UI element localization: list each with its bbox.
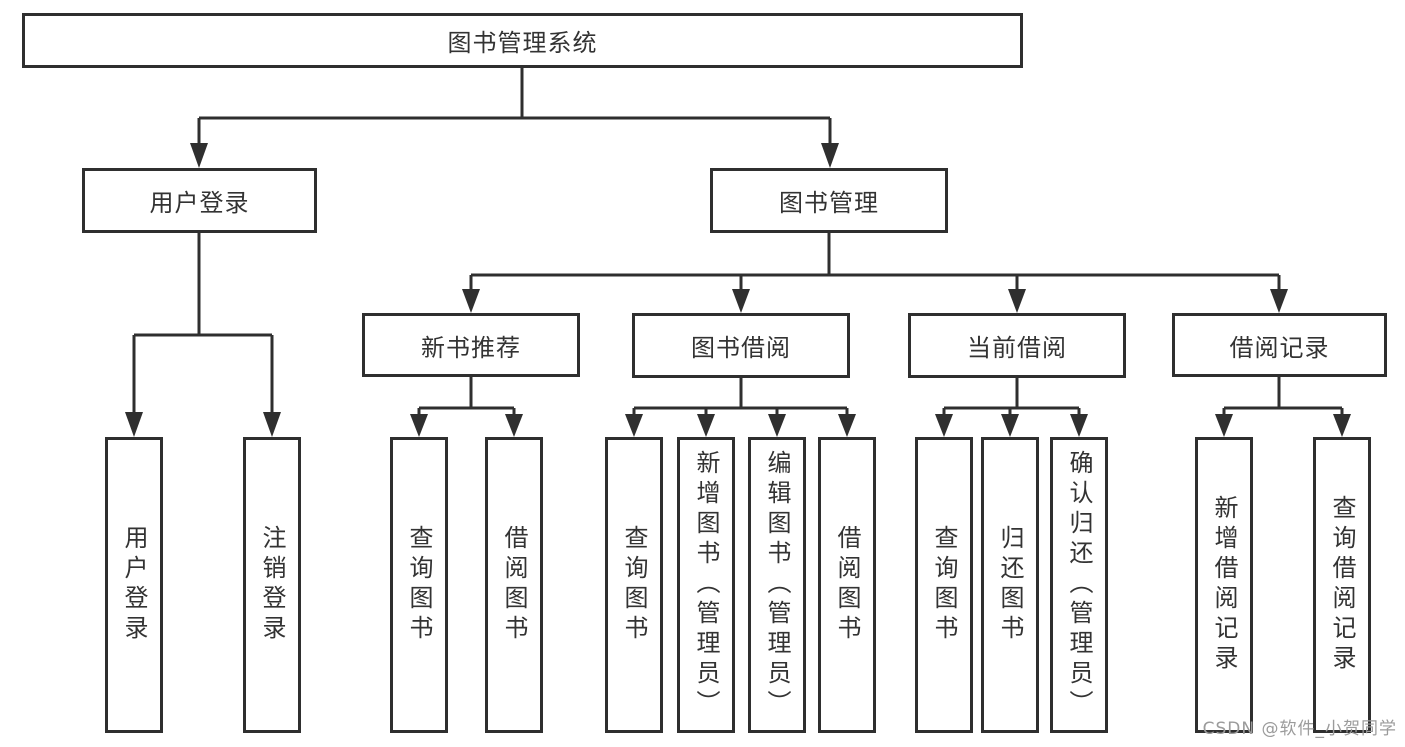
node-book-borrow: 图书借阅 — [632, 313, 850, 378]
node-current-borrow-label: 当前借阅 — [967, 334, 1067, 362]
arrowheads — [125, 143, 1351, 437]
leaf-bb-edit-book-admin: 编辑图书（管理员） — [748, 437, 806, 733]
leaf-bb-borrow-book-label: 借阅图书 — [833, 525, 861, 645]
leaf-bb-borrow-book: 借阅图书 — [818, 437, 876, 733]
leaf-bb-add-book-admin-label: 新增图书（管理员） — [692, 450, 720, 720]
node-book-management: 图书管理 — [710, 168, 948, 233]
node-current-borrow: 当前借阅 — [908, 313, 1126, 378]
leaf-br-add-record-label: 新增借阅记录 — [1210, 495, 1238, 675]
node-borrow-record: 借阅记录 — [1172, 313, 1387, 377]
leaf-cb-query-book: 查询图书 — [915, 437, 973, 733]
leaf-nb-borrow-book-label: 借阅图书 — [500, 525, 528, 645]
node-borrow-record-label: 借阅记录 — [1229, 333, 1330, 362]
leaf-bb-query-book-label: 查询图书 — [620, 525, 648, 645]
node-user-login: 用户登录 — [82, 168, 317, 233]
node-book-management-label: 图书管理 — [779, 189, 879, 217]
leaf-nb-borrow-book: 借阅图书 — [485, 437, 543, 733]
leaf-nb-query-book: 查询图书 — [390, 437, 448, 733]
node-book-borrow-label: 图书借阅 — [691, 334, 791, 362]
node-root: 图书管理系统 — [22, 13, 1023, 68]
leaf-br-query-record: 查询借阅记录 — [1313, 437, 1371, 733]
leaf-bb-add-book-admin: 新增图书（管理员） — [677, 437, 735, 733]
node-user-login-label: 用户登录 — [149, 189, 250, 217]
leaf-logout: 注销登录 — [243, 437, 301, 733]
leaf-cb-query-book-label: 查询图书 — [930, 525, 958, 645]
leaf-nb-query-book-label: 查询图书 — [405, 525, 433, 645]
leaf-br-query-record-label: 查询借阅记录 — [1328, 495, 1356, 675]
leaf-bb-edit-book-admin-label: 编辑图书（管理员） — [763, 450, 791, 720]
leaf-logout-label: 注销登录 — [258, 525, 286, 645]
leaf-user-login-label: 用户登录 — [120, 525, 148, 645]
node-new-book-recommend: 新书推荐 — [362, 313, 580, 377]
leaf-cb-confirm-return-admin-label: 确认归还（管理员） — [1065, 450, 1093, 720]
leaf-cb-confirm-return-admin: 确认归还（管理员） — [1050, 437, 1108, 733]
leaf-br-add-record: 新增借阅记录 — [1195, 437, 1253, 733]
node-new-book-recommend-label: 新书推荐 — [421, 333, 521, 362]
leaf-cb-return-book: 归还图书 — [981, 437, 1039, 733]
node-root-label: 图书管理系统 — [447, 29, 598, 57]
leaf-cb-return-book-label: 归还图书 — [996, 525, 1024, 645]
csdn-watermark: CSDN @软件_小贺同学 — [1202, 719, 1397, 739]
leaf-user-login: 用户登录 — [105, 437, 163, 733]
leaf-bb-query-book: 查询图书 — [605, 437, 663, 733]
